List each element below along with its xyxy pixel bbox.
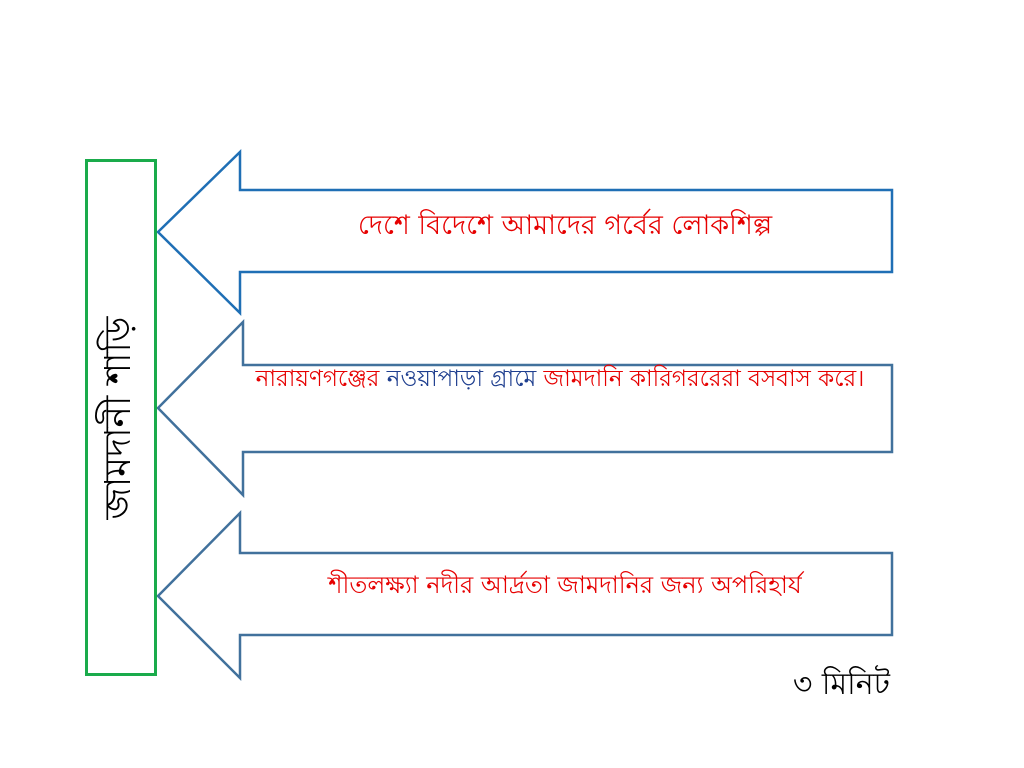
arrow-1-text: দেশে বিদেশে আমাদের গর্বের লোকশিল্প bbox=[357, 210, 773, 241]
arrow-2-text: নারায়ণগঞ্জের নওয়াপাড়া গ্রামে জামদানি … bbox=[230, 362, 890, 398]
timer-label: ৩ মিনিট bbox=[792, 667, 890, 702]
sidebar-label: জামদানী শাড়ি bbox=[98, 316, 139, 519]
arrow-3-text: শীতলক্ষ্যা নদীর আর্দ্রতা জামদানির জন্য অ… bbox=[328, 571, 802, 599]
sidebar-box: জামদানী শাড়ি bbox=[85, 159, 157, 676]
arrow-2-text-highlight: নওয়াপাড়া গ্রামে bbox=[386, 366, 537, 392]
arrow-2-text-part1: নারায়ণগঞ্জের bbox=[255, 366, 387, 392]
arrow-2-text-part3: জামদানি কারিগররেরা বসবাস করে। bbox=[536, 366, 865, 392]
arrow-2 bbox=[156, 318, 894, 499]
